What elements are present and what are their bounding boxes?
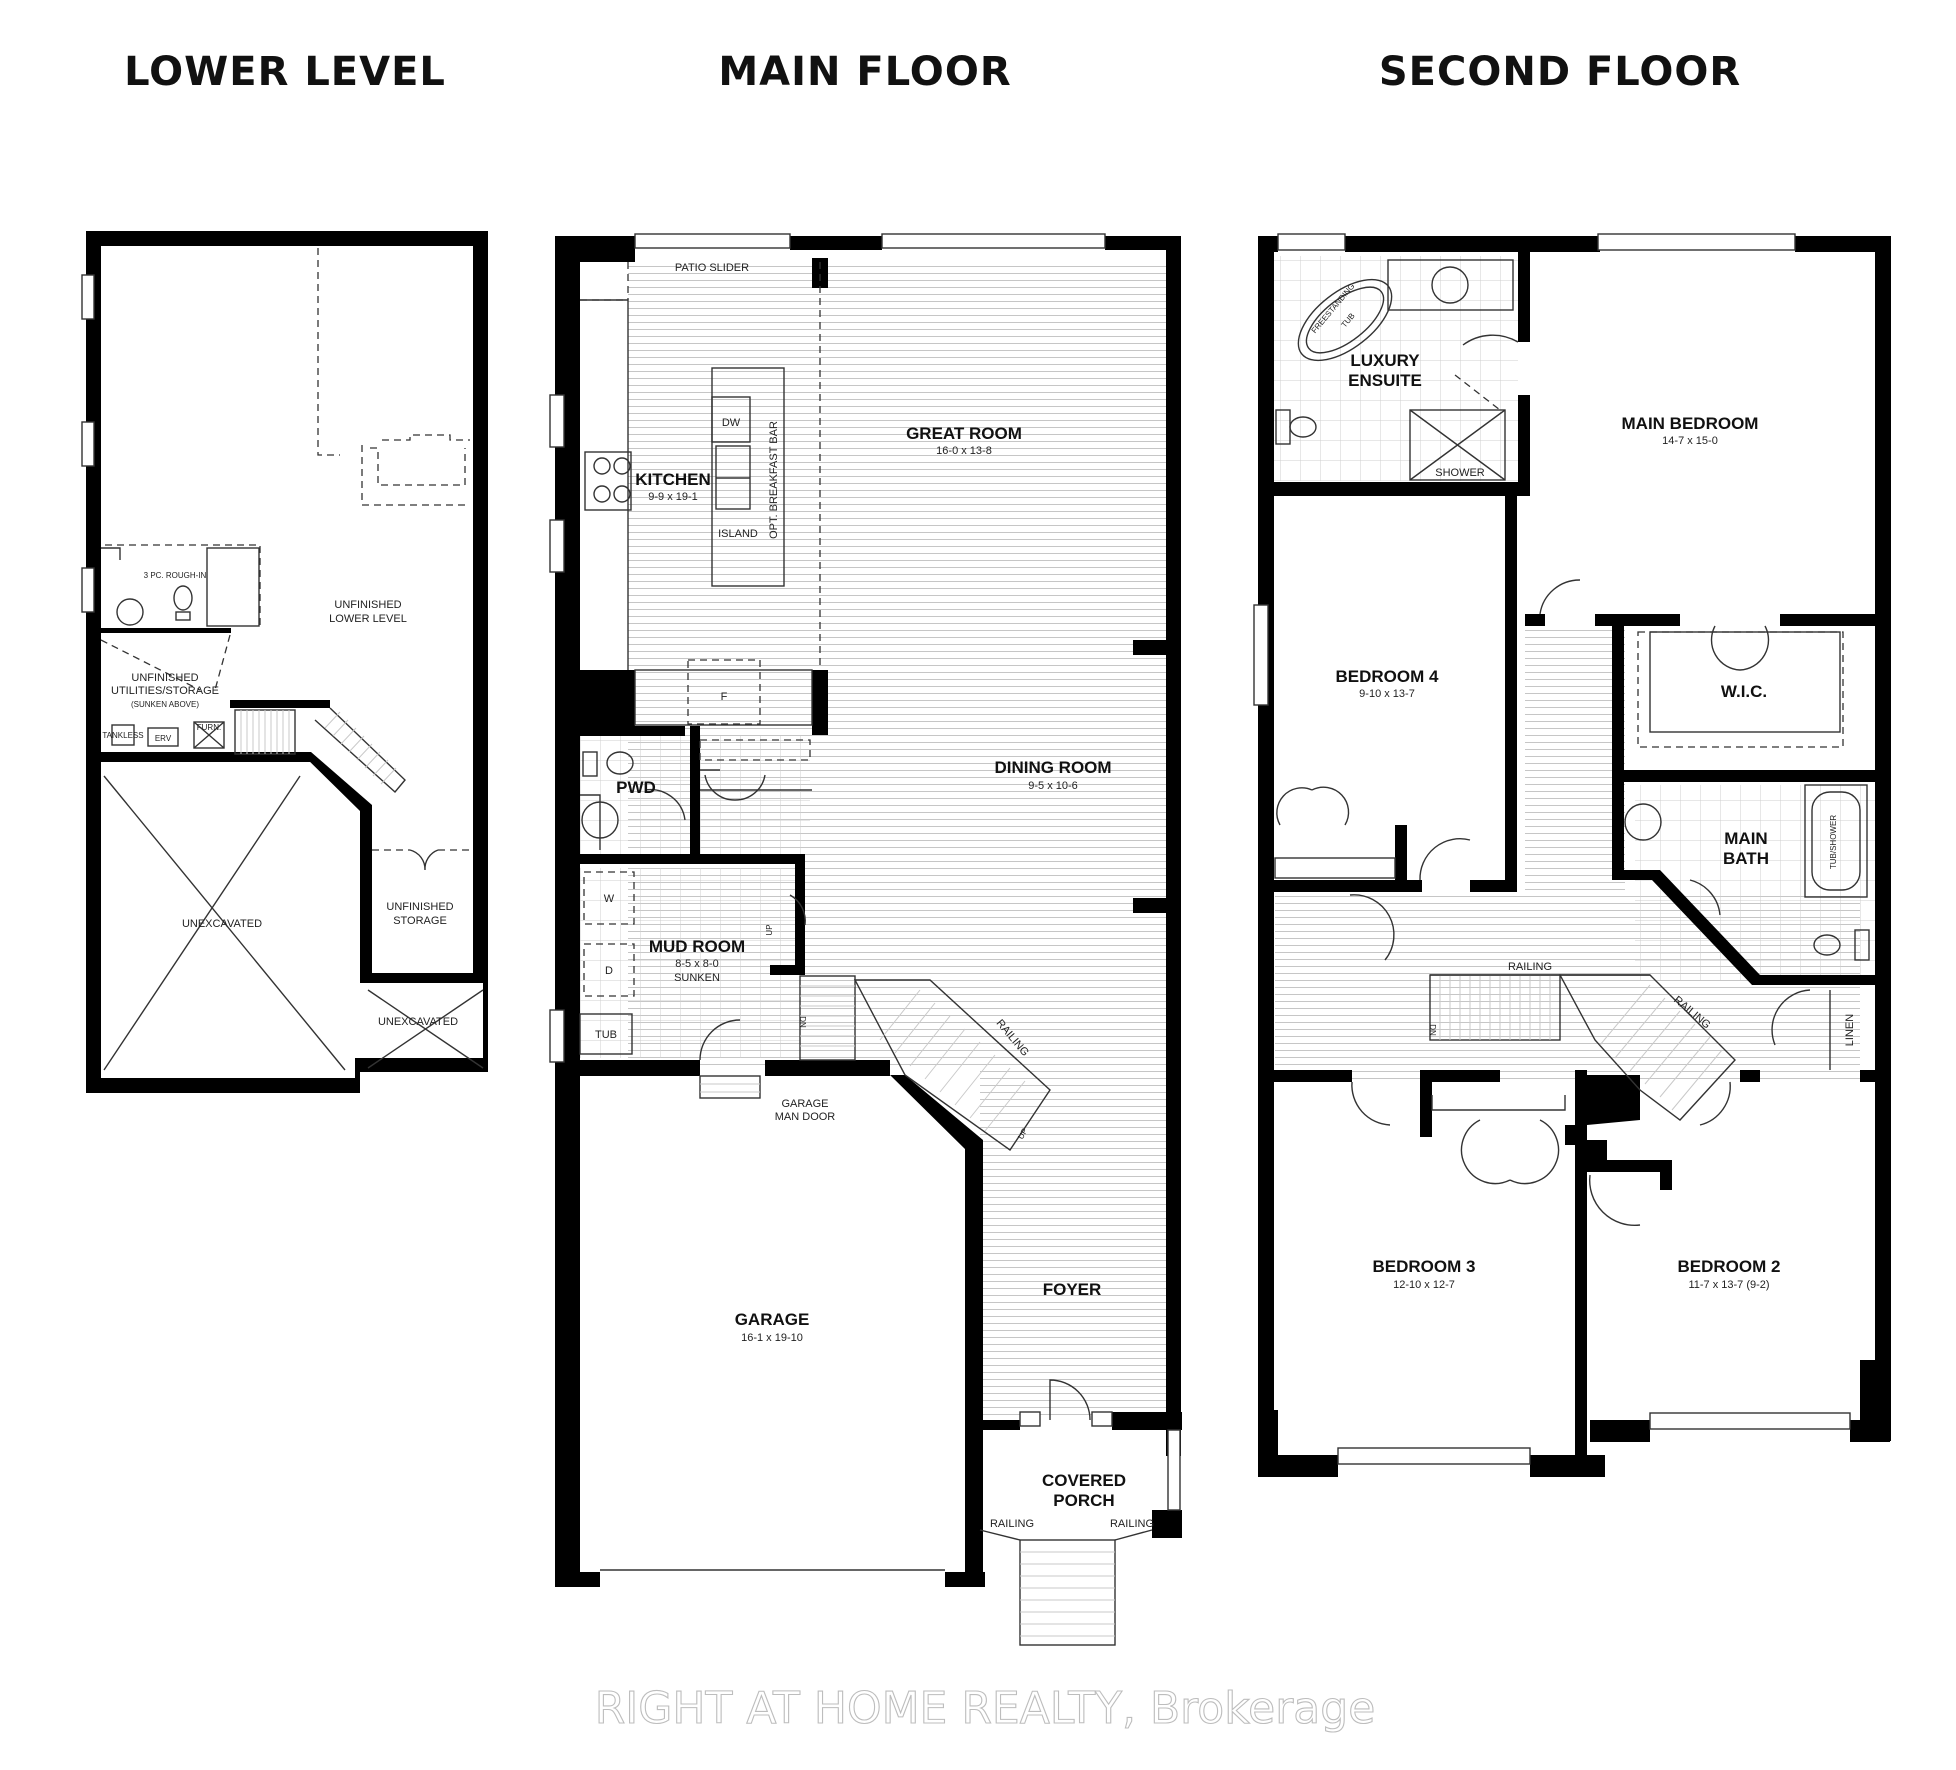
unexcavated-label: UNEXCAVATED: [182, 918, 262, 930]
tub-label: TUB: [595, 1029, 617, 1041]
garage-label: GARAGE: [735, 1310, 810, 1329]
luxury-ensuite-label-2: ENSUITE: [1348, 371, 1422, 390]
bedroom2-label: BEDROOM 2: [1678, 1257, 1781, 1276]
mud-room-label: MUD ROOM: [649, 937, 745, 956]
railing-top-label: RAILING: [1508, 961, 1552, 973]
bedroom4-label: BEDROOM 4: [1336, 667, 1440, 686]
shower-label: SHOWER: [1435, 467, 1485, 479]
great-room-size: 16-0 x 13-8: [936, 445, 992, 457]
tankless-label: TANKLESS: [102, 731, 143, 740]
dining-room-size: 9-5 x 10-6: [1028, 780, 1078, 792]
garage-man-door-label: GARAGE: [781, 1098, 828, 1110]
furnace-label: FURN.: [197, 723, 221, 732]
second-dn-label: DN: [1428, 1024, 1437, 1036]
tub-shower-label: TUB/SHOWER: [1829, 815, 1838, 869]
washer-label: W: [604, 893, 615, 905]
foyer-label: FOYER: [1043, 1280, 1102, 1299]
luxury-ensuite-label: LUXURY: [1350, 351, 1420, 370]
utilities-label-3: (SUNKEN ABOVE): [131, 700, 199, 709]
main-bedroom-size: 14-7 x 15-0: [1662, 435, 1718, 447]
wic-label: W.I.C.: [1721, 682, 1767, 701]
bedroom4-size: 9-10 x 13-7: [1359, 688, 1415, 700]
brokerage-watermark: RIGHT AT HOME REALTY, Brokerage: [595, 1683, 1376, 1734]
linen-label: LINEN: [1844, 1014, 1856, 1046]
covered-porch-label: COVERED: [1042, 1471, 1126, 1490]
utilities-label-2: UTILITIES/STORAGE: [111, 685, 219, 697]
storage-label-2: STORAGE: [393, 915, 447, 927]
fridge-label: F: [721, 691, 728, 703]
bedroom2-size: 11-7 x 13-7 (9-2): [1688, 1279, 1769, 1291]
erv-label: ERV: [155, 734, 172, 743]
unexcavated-small-label: UNEXCAVATED: [378, 1016, 458, 1028]
mud-up-label: UP: [765, 924, 774, 935]
kitchen-label: KITCHEN: [635, 470, 711, 489]
main-dn-label: DN: [798, 1016, 807, 1028]
main-floor-title: MAIN FLOOR: [718, 49, 1011, 95]
dining-room-label: DINING ROOM: [994, 758, 1111, 777]
kitchen-size: 9-9 x 19-1: [648, 491, 698, 503]
porch-railing-left: RAILING: [990, 1518, 1034, 1530]
sunken-label: SUNKEN: [674, 972, 720, 984]
dryer-label: D: [605, 965, 613, 977]
storage-label: UNFINISHED: [386, 901, 453, 913]
lower-level-title: LOWER LEVEL: [124, 49, 446, 95]
breakfast-bar-label: OPT. BREAKFAST BAR: [768, 421, 780, 539]
bedroom3-label: BEDROOM 3: [1373, 1257, 1476, 1276]
utilities-label: UNFINISHED: [131, 672, 198, 684]
unfinished-lower-label-2: LOWER LEVEL: [329, 613, 407, 625]
second-floor-title: SECOND FLOOR: [1379, 49, 1741, 95]
bedroom3-size: 12-10 x 12-7: [1393, 1279, 1455, 1291]
main-bath-label-2: BATH: [1723, 849, 1769, 868]
main-floor-plan: PATIO SLIDER GREAT ROOM 16-0 x 13-8 KITC…: [549, 233, 1182, 1646]
garage-size: 16-1 x 19-10: [741, 1332, 803, 1344]
rough-in-label: 3 PC. ROUGH-IN: [144, 571, 207, 580]
patio-slider-label: PATIO SLIDER: [675, 262, 749, 274]
garage-man-door-label-2: MAN DOOR: [775, 1111, 836, 1123]
main-bedroom-label: MAIN BEDROOM: [1622, 414, 1759, 433]
pwd-label: PWD: [616, 778, 656, 797]
main-bath-label: MAIN: [1724, 829, 1767, 848]
dishwasher-label: DW: [722, 417, 741, 429]
lower-level-plan: 3 PC. ROUGH-IN UNFINISHED LOWER LEVEL UN…: [81, 231, 488, 1093]
unfinished-lower-label: UNFINISHED: [334, 599, 401, 611]
great-room-label: GREAT ROOM: [906, 424, 1022, 443]
mud-room-size: 8-5 x 8-0: [675, 958, 718, 970]
covered-porch-label-2: PORCH: [1053, 1491, 1114, 1510]
island-label: ISLAND: [718, 528, 758, 540]
second-floor-plan: FREESTANDING TUB LUXURY ENSUITE SHOWER M…: [1253, 233, 1891, 1477]
porch-railing-right: RAILING: [1110, 1518, 1154, 1530]
